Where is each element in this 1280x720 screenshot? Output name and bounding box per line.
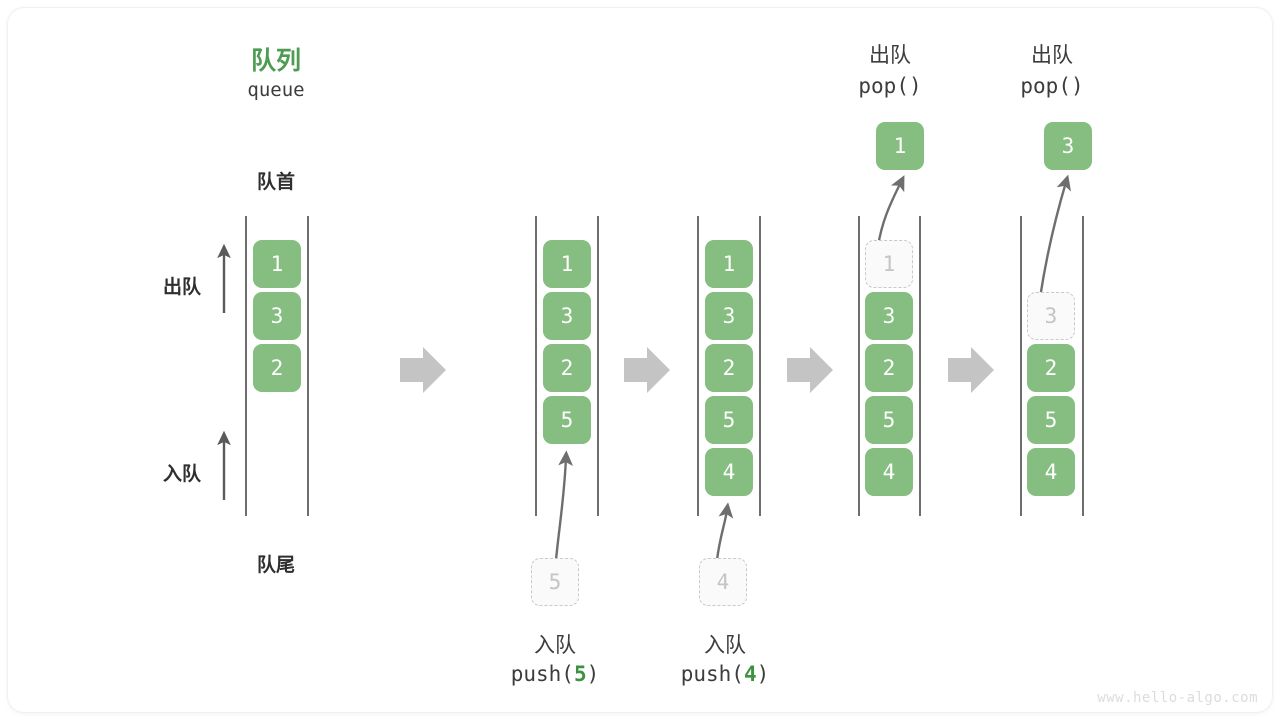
diagram-stage: 队列 queue 队首 队尾 出队 入队 1 3 2 1 3 2 5 5 入队 … — [8, 8, 1272, 712]
queue-cell: 5 — [705, 396, 753, 444]
dequeue-label: 出队 — [162, 277, 201, 298]
queue-back-label: 队尾 — [256, 555, 295, 576]
queue-cell: 4 — [865, 448, 913, 496]
pop-arrow-3 — [1038, 174, 1071, 299]
step-arrow-3 — [787, 347, 833, 393]
queue-cell: 2 — [705, 344, 753, 392]
queue-cell: 1 — [543, 240, 591, 288]
queue-cell: 4 — [1027, 448, 1075, 496]
queue-cell: 2 — [543, 344, 591, 392]
queue-cell: 5 — [865, 396, 913, 444]
queue-cell: 1 — [705, 240, 753, 288]
panel-caption-code: push(4) — [665, 662, 785, 686]
diagram-card: 队列 queue 队首 队尾 出队 入队 1 3 2 1 3 2 5 5 入队 … — [8, 8, 1272, 712]
queue-cell: 1 — [253, 240, 301, 288]
removed-element: 3 — [1027, 292, 1075, 340]
pending-element: 5 — [531, 558, 579, 606]
queue-cell: 2 — [253, 344, 301, 392]
queue-front-label: 队首 — [256, 172, 295, 193]
panel-caption-cn: 出队 — [869, 44, 911, 67]
page-subtitle: queue — [247, 79, 305, 101]
pending-element: 4 — [699, 558, 747, 606]
panel-caption-code: pop() — [1020, 74, 1084, 98]
queue-cell: 3 — [705, 292, 753, 340]
queue-cell: 3 — [865, 292, 913, 340]
diagram-vector-layer — [217, 174, 1084, 561]
code-value: 4 — [743, 662, 757, 686]
removed-element: 1 — [865, 240, 913, 288]
code-prefix: push( — [680, 662, 744, 686]
queue-cell: 5 — [1027, 396, 1075, 444]
queue-cell-new: 4 — [705, 448, 753, 496]
panel-caption-cn: 入队 — [704, 634, 746, 657]
panel-caption-code: pop() — [858, 74, 922, 98]
step-arrow-4 — [948, 347, 994, 393]
push-arrow-4 — [715, 502, 734, 561]
queue-cell: 2 — [865, 344, 913, 392]
panel-caption-cn: 出队 — [1031, 44, 1073, 67]
panel-caption-cn: 入队 — [534, 634, 576, 657]
page-title: 队列 — [250, 47, 301, 75]
code-suffix: ) — [756, 662, 770, 686]
step-arrow-2 — [624, 347, 670, 393]
popped-element: 1 — [876, 122, 924, 170]
popped-element: 3 — [1044, 122, 1092, 170]
queue-cell: 3 — [543, 292, 591, 340]
queue-cell: 3 — [253, 292, 301, 340]
queue-cell-new: 5 — [543, 396, 591, 444]
code-value: 5 — [573, 662, 587, 686]
push-arrow-5 — [554, 450, 574, 561]
step-arrow-1 — [400, 347, 446, 393]
queue-cell: 2 — [1027, 344, 1075, 392]
watermark: www.hello-algo.com — [1097, 690, 1258, 706]
enqueue-label: 入队 — [162, 464, 201, 485]
pop-arrow-1 — [876, 175, 905, 247]
code-suffix: ) — [586, 662, 600, 686]
code-prefix: push( — [510, 662, 574, 686]
panel-caption-code: push(5) — [495, 662, 615, 686]
